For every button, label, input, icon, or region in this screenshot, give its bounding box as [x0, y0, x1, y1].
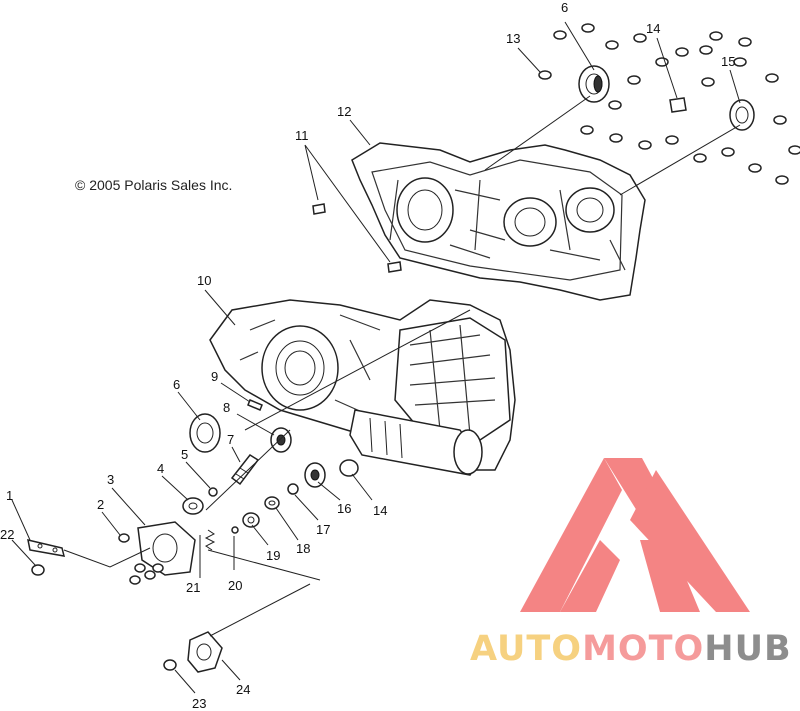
plug-14-upper: [669, 97, 687, 113]
bolt-22: [31, 564, 45, 576]
callout-11: 11: [295, 128, 309, 143]
bracket-1: [27, 539, 66, 557]
bolt-23: [163, 659, 177, 671]
washer-17: [287, 483, 299, 495]
callout-14-upper: 14: [646, 21, 660, 36]
callout-22: 22: [0, 527, 14, 542]
upper-case-cover: [351, 142, 646, 301]
callout-6-upper: 6: [561, 0, 568, 15]
plug-14-lower: [339, 459, 359, 477]
spring-21: [204, 529, 216, 551]
oil-pump-3: [129, 521, 196, 585]
watermark-text: AUTOMOTOHUB: [470, 629, 792, 669]
callout-19: 19: [266, 548, 280, 563]
gear-16: [304, 462, 326, 488]
callout-15: 15: [721, 54, 735, 69]
shaft-7: [230, 454, 260, 486]
callout-12: 12: [337, 104, 351, 119]
callout-5: 5: [181, 447, 188, 462]
callout-9: 9: [211, 369, 218, 384]
oring-5: [208, 487, 218, 497]
copyright-text: © 2005 Polaris Sales Inc.: [75, 177, 232, 193]
callout-7: 7: [227, 432, 234, 447]
callout-8: 8: [223, 400, 230, 415]
callout-4: 4: [157, 461, 164, 476]
pin-9: [247, 399, 263, 411]
gear-8: [270, 427, 292, 453]
callout-20: 20: [228, 578, 242, 593]
watermark-logo: AUTOMOTOHUB: [470, 458, 792, 669]
bolt-group: [538, 23, 800, 185]
watermark-triangle-icon: [520, 458, 750, 612]
callout-10: 10: [197, 273, 211, 288]
nut-18: [264, 496, 280, 510]
seal-6-lower: [189, 413, 221, 453]
nut-19: [242, 512, 260, 528]
watermark-word-moto: MOTO: [582, 629, 704, 669]
sensor-24: [187, 631, 223, 673]
washer-4: [182, 497, 204, 515]
callout-1: 1: [6, 488, 13, 503]
callout-24: 24: [236, 682, 250, 697]
ball-20: [231, 526, 239, 534]
oil-seal-upper: [578, 65, 610, 103]
starter-motor: [349, 409, 483, 476]
callout-17: 17: [316, 522, 330, 537]
callout-14-lower: 14: [373, 503, 387, 518]
leader-lines: [11, 21, 741, 694]
bolt-2: [118, 533, 130, 543]
callout-6-lower: 6: [173, 377, 180, 392]
callout-18: 18: [296, 541, 310, 556]
callout-13: 13: [506, 31, 520, 46]
dowel-pins-11: [312, 203, 402, 273]
callout-3: 3: [107, 472, 114, 487]
callout-2: 2: [97, 497, 104, 512]
watermark-word-auto: AUTO: [470, 629, 582, 669]
seal-15: [729, 99, 755, 131]
callout-21: 21: [186, 580, 200, 595]
callout-23: 23: [192, 696, 206, 711]
callout-16: 16: [337, 501, 351, 516]
callout-labels: 1 2 3 4 5 6 6 7 8 9 10 11 12 13 14 14 15…: [0, 0, 735, 711]
watermark-word-hub: HUB: [704, 629, 791, 669]
